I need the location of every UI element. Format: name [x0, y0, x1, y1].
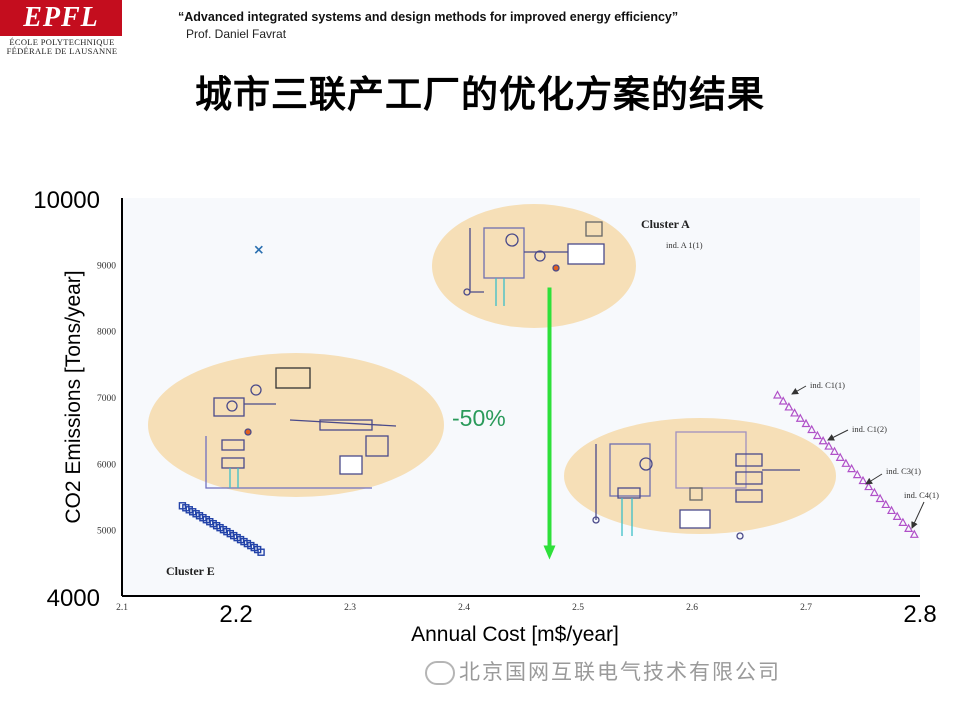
x-tick-label-major: 2.2: [219, 601, 252, 628]
data-point-triangle: [904, 523, 914, 532]
annotation-c4-1: ind. C4(1): [904, 490, 939, 500]
data-point-x-stroke: [254, 245, 263, 254]
slide-title: 城市三联产工厂的优化方案的结果: [195, 73, 765, 116]
data-point-triangle: [772, 390, 783, 399]
data-point-triangle: [875, 493, 885, 503]
cluster-e-label: Cluster E: [166, 564, 215, 578]
x-tick-label-minor: 2.6: [686, 603, 698, 613]
annotation-a1: ind. A 1(1): [666, 240, 703, 250]
annotation-leader: [911, 501, 925, 529]
cluster-a-schematic: [463, 221, 605, 306]
y-tick-label-minor: 9000: [97, 261, 116, 271]
y-ticks: 10000 4000 9000 8000 7000 6000 5000: [33, 187, 116, 612]
data-point-triangle: [778, 396, 788, 405]
y-axis-title: CO2 Emissions [Tons/year]: [62, 270, 85, 523]
logo-line-1: ÉCOLE POLYTECHNIQUE: [9, 37, 115, 47]
data-point-triangle: [869, 487, 879, 497]
data-point-triangle: [818, 436, 828, 445]
x-tick-label-major: 2.8: [903, 601, 936, 628]
x-axis-title: Annual Cost [m$/year]: [411, 623, 619, 646]
data-point-triangle: [852, 469, 862, 479]
y-tick-label-major: 10000: [33, 187, 100, 214]
cluster-a-schematic-bubble: [432, 204, 636, 328]
data-point-x: [254, 245, 263, 254]
cluster-a-label: Cluster A: [641, 217, 690, 231]
x-tick-label-minor: 2.4: [458, 603, 470, 613]
annotation-leader: [791, 385, 807, 395]
data-point-triangle: [841, 458, 851, 467]
data-point-triangle: [909, 529, 919, 538]
cluster-e-schematic-bubble: [148, 353, 444, 497]
data-point-triangle: [824, 441, 834, 450]
y-tick-label-minor: 6000: [97, 460, 116, 470]
data-point-triangle: [864, 481, 874, 491]
x-tick-label-minor: 2.3: [344, 603, 356, 613]
data-point-square: [257, 548, 265, 556]
data-point-triangle: [784, 402, 794, 411]
data-point-triangle: [847, 463, 857, 473]
data-point-triangle: [886, 505, 897, 515]
annotation-c1-2: ind. C1(2): [852, 424, 887, 434]
x-tick-label-minor: 2.7: [800, 603, 812, 613]
header-title: “Advanced integrated systems and design …: [178, 10, 679, 24]
data-point-triangle: [795, 413, 805, 422]
watermark-text: 北京国网互联电气技术有限公司: [459, 660, 781, 684]
cluster-e-schematic: [205, 367, 397, 489]
y-tick-label-minor: 7000: [97, 394, 116, 404]
x-ticks: 2.2 2.8 2.1 2.3 2.4 2.5 2.6 2.7: [116, 601, 937, 628]
y-tick-label-major: 4000: [47, 585, 100, 612]
data-point-triangle: [892, 511, 902, 521]
x-tick-label-minor: 2.5: [572, 603, 584, 613]
data-point-triangle: [790, 408, 800, 417]
epfl-logo: EPFL ÉCOLE POLYTECHNIQUE FÉDÉRALE DE LAU…: [0, 0, 122, 56]
data-point-triangle: [801, 418, 811, 428]
data-point-triangle: [829, 446, 840, 455]
annotation-leader: [865, 473, 883, 485]
y-tick-label-minor: 8000: [97, 328, 116, 338]
data-point-triangle: [898, 517, 908, 526]
data-point-triangle: [807, 424, 817, 434]
logo-mark: EPFL: [0, 0, 122, 36]
wechat-icon: [425, 661, 455, 685]
data-point-triangle: [812, 430, 822, 440]
data-point-triangle: [881, 499, 891, 509]
annotation-c1-1: ind. C1(1): [810, 380, 845, 390]
reduction-arrow-head: [543, 545, 556, 560]
schematic-illustrations: [148, 204, 836, 540]
logo-line-2: FÉDÉRALE DE LAUSANNE: [6, 46, 118, 56]
annotation-c3-1: ind. C3(1): [886, 466, 921, 476]
y-tick-label-minor: 5000: [97, 527, 116, 537]
data-point-triangle: [858, 475, 868, 485]
header-author: Prof. Daniel Favrat: [186, 27, 287, 41]
annotation-leader: [827, 429, 849, 441]
watermark: 北京国网互联电气技术有限公司: [425, 656, 781, 686]
cluster-c-schematic: [592, 431, 800, 540]
annotation-leaders: [791, 385, 925, 529]
series-layer: [178, 245, 919, 556]
x-tick-label-minor: 2.1: [116, 603, 128, 613]
data-point-triangle: [835, 452, 845, 461]
reduction-label: -50%: [452, 405, 506, 431]
